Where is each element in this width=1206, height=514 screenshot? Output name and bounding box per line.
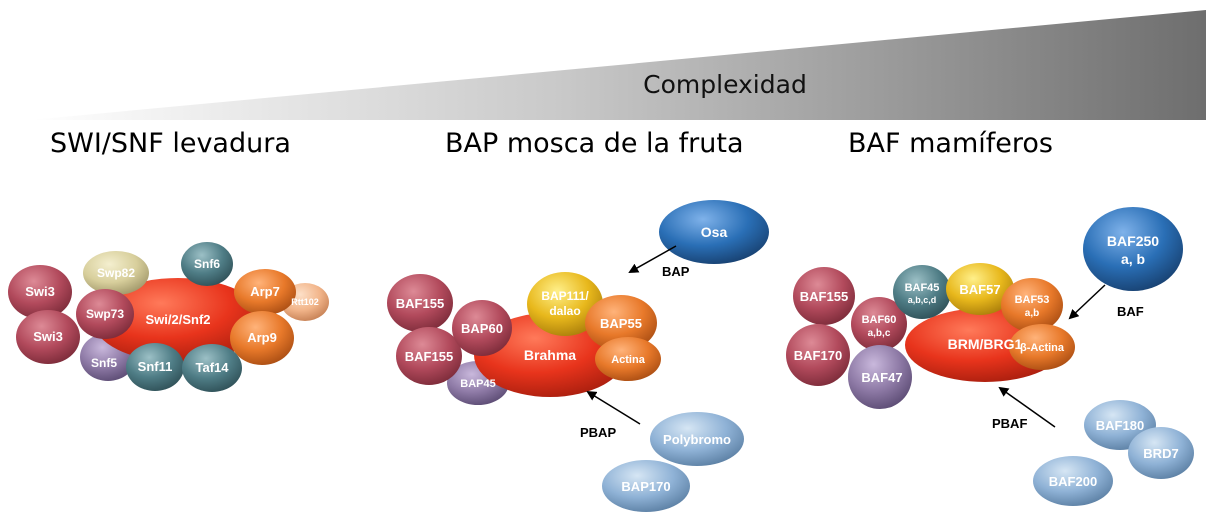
fly-pbap-arrow — [586, 390, 641, 425]
mammal-baf170-label: BAF170 — [794, 348, 842, 363]
fly-bap111 — [527, 272, 603, 336]
mammal-baf53-label-1: BAF53 — [1015, 294, 1050, 306]
mammal-baf200 — [1033, 456, 1113, 506]
fly-bap-arrow-label: BAP — [662, 264, 690, 279]
fly-bap60-label: BAP60 — [461, 321, 503, 336]
yeast-arp9 — [230, 311, 294, 365]
yeast-snf11-label: Snf11 — [138, 359, 173, 374]
mammal-baf45 — [893, 265, 951, 319]
fly-bap-arrow — [628, 245, 677, 273]
mammal-baf45-label-2: a,b,c,d — [908, 295, 937, 305]
fly-actina-label: Actina — [611, 354, 646, 366]
yeast-arp7 — [234, 269, 296, 315]
yeast-swp73-label: Swp73 — [86, 307, 124, 321]
yeast-taf14-label: Taf14 — [196, 360, 230, 375]
fly-core-label: Brahma — [524, 347, 576, 363]
mammal-baf-arrow — [1068, 284, 1106, 320]
fly-complex: Brahma BAF155 BAF155 BAP60 BAP45 BAP111/… — [387, 200, 769, 512]
fly-baf155-b — [396, 327, 462, 385]
fly-bap55-label: BAP55 — [600, 316, 642, 331]
yeast-core-swi2-snf2 — [93, 278, 263, 362]
mammal-baf60 — [851, 297, 907, 351]
yeast-swi3-a — [8, 265, 72, 319]
yeast-swp82 — [83, 251, 149, 295]
mammal-baf57-label: BAF57 — [959, 282, 1000, 297]
mammal-beta-actina — [1009, 324, 1075, 370]
mammal-baf-arrow-label: BAF — [1117, 304, 1144, 319]
yeast-snf11 — [126, 343, 184, 391]
fly-pbap-arrow-label: PBAP — [580, 425, 616, 440]
yeast-snf6 — [181, 242, 233, 286]
mammal-baf60-label-2: a,b,c — [868, 328, 891, 339]
fly-baf155-a — [387, 274, 453, 332]
mammal-baf47 — [848, 345, 912, 409]
mammal-baf250 — [1083, 207, 1183, 291]
fly-bap60 — [452, 300, 512, 356]
mammal-baf200-label: BAF200 — [1049, 474, 1097, 489]
yeast-swi3-b-label: Swi3 — [33, 329, 63, 344]
mammal-baf155 — [793, 267, 855, 325]
fly-title: BAP mosca de la fruta — [445, 128, 744, 159]
fly-baf155-b-label: BAF155 — [405, 349, 453, 364]
fly-bap111-label-1: BAP111/ — [541, 289, 589, 303]
fly-baf155-a-label: BAF155 — [396, 296, 444, 311]
mammal-brd7-label: BRD7 — [1143, 446, 1178, 461]
yeast-swp73 — [76, 289, 134, 339]
mammal-baf170 — [786, 324, 850, 386]
mammal-brd7 — [1128, 427, 1194, 479]
mammal-baf250-label-2: a, b — [1121, 251, 1145, 267]
fly-bap170 — [602, 460, 690, 512]
mammal-baf57 — [946, 263, 1014, 315]
complexity-wedge — [30, 10, 1206, 120]
mammal-core-label: BRM/BRG1 — [948, 336, 1023, 352]
mammal-complex: BRM/BRG1 BAF155 BAF170 BAF60 a,b,c BAF47… — [786, 207, 1194, 506]
yeast-snf5-label: Snf5 — [91, 356, 117, 370]
fly-bap170-label: BAP170 — [621, 479, 670, 494]
fly-bap55 — [585, 295, 657, 351]
mammal-baf180-label: BAF180 — [1096, 418, 1144, 433]
mammal-baf45-label-1: BAF45 — [905, 282, 940, 294]
mammal-baf250-label-1: BAF250 — [1107, 233, 1159, 249]
mammal-baf60-label-1: BAF60 — [862, 314, 897, 326]
fly-polybromo-label: Polybromo — [663, 432, 731, 447]
mammal-pbaf-arrow-label: PBAF — [992, 416, 1027, 431]
yeast-arp7-label: Arp7 — [250, 284, 280, 299]
yeast-swi3-b — [16, 310, 80, 364]
mammal-baf53 — [1001, 278, 1063, 332]
fly-actina — [595, 337, 661, 381]
yeast-snf6-label: Snf6 — [194, 257, 220, 271]
fly-bap111-label-2: dalao — [549, 304, 580, 318]
yeast-arp9-label: Arp9 — [247, 330, 277, 345]
yeast-swi3-a-label: Swi3 — [25, 284, 55, 299]
fly-osa — [659, 200, 769, 264]
yeast-complex: Swi/2/Snf2 Swi3 Swi3 Swp82 Swp73 Snf6 Ar… — [8, 242, 329, 392]
fly-bap45-label: BAP45 — [460, 378, 495, 390]
yeast-core-label: Swi/2/Snf2 — [145, 312, 210, 327]
fly-osa-label: Osa — [701, 224, 728, 240]
mammal-baf155-label: BAF155 — [800, 289, 848, 304]
fly-polybromo — [650, 412, 744, 466]
mammal-title: BAF mamíferos — [848, 128, 1053, 159]
mammal-baf53-label-2: a,b — [1025, 308, 1039, 319]
mammal-pbaf-arrow — [998, 386, 1056, 428]
complexity-label: Complexidad — [643, 70, 807, 99]
mammal-beta-actina-label: β-Actina — [1020, 342, 1065, 354]
yeast-taf14 — [182, 344, 242, 392]
yeast-title: SWI/SNF levadura — [50, 128, 291, 159]
yeast-rtt102-label: Rtt102 — [291, 297, 319, 307]
yeast-swp82-label: Swp82 — [97, 266, 135, 280]
mammal-baf47-label: BAF47 — [861, 370, 902, 385]
